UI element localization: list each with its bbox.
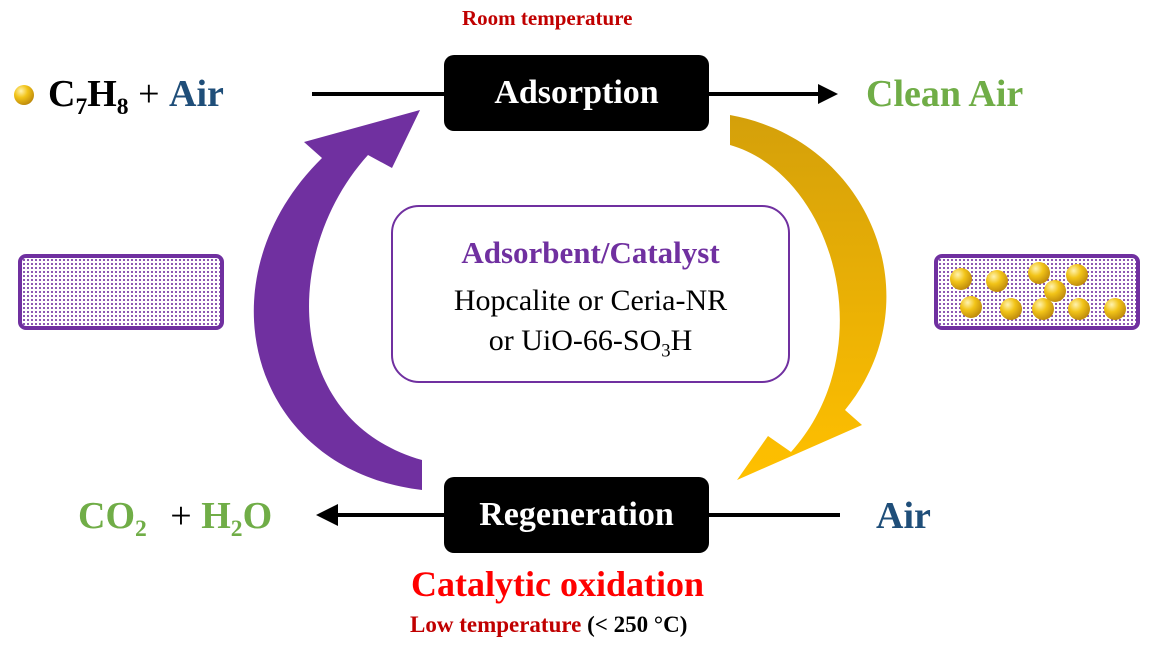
co2-c: CO xyxy=(78,495,135,537)
fresh-adsorbent-bed xyxy=(18,254,224,330)
adsorbent-catalyst-title: Adsorbent/Catalyst xyxy=(461,235,720,270)
h2o-o: O xyxy=(242,495,273,537)
adsorbed-molecule-icon xyxy=(1066,264,1088,286)
clean-air-label: Clean Air xyxy=(866,73,1024,115)
toluene-molecule-icon xyxy=(14,85,34,105)
products-arrowhead xyxy=(316,504,338,526)
catalyst-options-line2: or UiO-66-SO3H xyxy=(393,324,788,360)
co2-sub: 2 xyxy=(135,516,147,543)
feed-plus: + xyxy=(128,73,170,115)
h2o-h: H xyxy=(201,495,231,537)
temperature-range: (< 250 °C) xyxy=(587,612,688,637)
catalytic-oxidation-label: Catalytic oxidation xyxy=(411,564,704,604)
products-plus: + xyxy=(170,495,192,537)
adsorbed-molecule-icon xyxy=(1044,280,1066,302)
adsorbed-molecule-icon xyxy=(1028,262,1050,284)
adsorbed-molecule-icon xyxy=(986,270,1008,292)
adsorbed-molecule-icon xyxy=(960,296,982,318)
adsorbed-molecule-icon xyxy=(1068,298,1090,320)
feed-sub8: 8 xyxy=(116,94,129,121)
uio-prefix: or UiO-66-SO xyxy=(488,324,662,357)
adsorbed-molecule-icon xyxy=(1000,298,1022,320)
clean-air-arrowhead xyxy=(818,84,838,104)
adsorbed-molecule-icon xyxy=(1032,298,1054,320)
adsorption-box: Adsorption xyxy=(444,55,709,131)
uio-suffix: H xyxy=(670,324,693,357)
adsorbed-molecule-icon xyxy=(1104,298,1126,320)
uio-sub: 3 xyxy=(661,340,671,362)
low-temperature-note: Low temperature (< 250 °C) xyxy=(410,612,687,638)
saturation-arrow xyxy=(730,115,887,480)
feed-air: Air xyxy=(169,73,224,115)
saturated-adsorbent-bed xyxy=(934,254,1140,330)
regeneration-air-label: Air xyxy=(876,495,931,537)
catalyst-options-line1: Hopcalite or Ceria-NR xyxy=(453,284,728,317)
low-temperature-text: Low temperature xyxy=(410,612,582,637)
h2o-sub: 2 xyxy=(230,516,243,543)
feed-sub7: 7 xyxy=(75,94,88,121)
adsorption-label: Adsorption xyxy=(494,74,659,111)
regeneration-label: Regeneration xyxy=(479,496,674,533)
feed-label: C7H8 + Air xyxy=(48,72,224,119)
adsorbent-catalyst-box: Adsorbent/Catalyst Hopcalite or Ceria-NR… xyxy=(391,205,790,383)
adsorbed-molecule-icon xyxy=(950,268,972,290)
feed-h: H xyxy=(87,73,117,115)
room-temperature-note: Room temperature xyxy=(462,6,633,30)
products-label: CO2 + H2O xyxy=(78,494,273,541)
regeneration-arrow xyxy=(253,110,422,490)
regeneration-box: Regeneration xyxy=(444,477,709,553)
feed-c: C xyxy=(48,73,76,115)
